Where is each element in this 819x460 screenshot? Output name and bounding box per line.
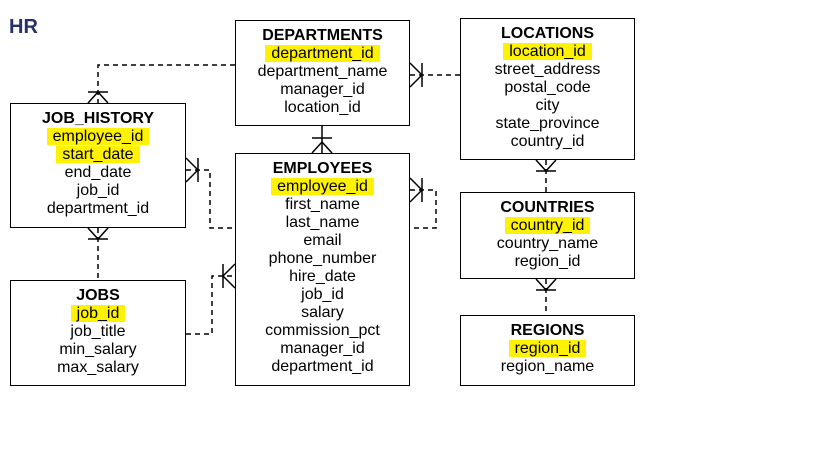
primary-key-attribute: start_date [11, 146, 185, 164]
attribute: street_address [494, 61, 601, 78]
entity-name: JOB_HISTORY [41, 110, 155, 127]
entity-name: COUNTRIES [500, 199, 595, 216]
page-title: HR [9, 16, 38, 38]
rel-jobs-job-history [87, 227, 109, 280]
entity-name: JOBS [76, 287, 120, 304]
entity-name: DEPARTMENTS [262, 27, 383, 44]
attribute: first_name [285, 196, 360, 213]
rel-employees-self [409, 177, 437, 229]
attribute: department_name [257, 63, 388, 80]
attribute: manager_id [280, 81, 365, 98]
primary-key-attribute: region_id [461, 340, 634, 358]
primary-key-attribute: job_id [11, 305, 185, 323]
attribute: manager_id [280, 340, 365, 357]
entity-name: EMPLOYEES [272, 160, 373, 177]
primary-key-attribute: department_id [236, 45, 409, 63]
attribute: location_id [284, 99, 361, 116]
attribute: country_name [496, 235, 599, 252]
attribute: job_id [76, 182, 120, 199]
rel-departments-employees [311, 126, 333, 154]
attribute: commission_pct [265, 322, 380, 339]
rel-jobs-employees [186, 263, 236, 335]
rel-locations-countries [535, 159, 557, 192]
attribute: hire_date [289, 268, 356, 285]
attribute: country_id [510, 133, 585, 150]
attribute: max_salary [57, 359, 139, 376]
attribute: min_salary [59, 341, 137, 358]
attribute: city [535, 97, 560, 114]
attribute: job_title [70, 323, 126, 340]
attribute: region_name [500, 358, 595, 375]
primary-key-attribute: employee_id [11, 128, 185, 146]
attribute: department_id [271, 358, 374, 375]
attribute: end_date [64, 164, 132, 181]
attribute: region_id [514, 253, 581, 270]
rel-employees-job-history [185, 157, 235, 229]
primary-key-attribute: location_id [461, 43, 634, 61]
primary-key-attribute: employee_id [236, 178, 409, 196]
rel-departments-job-history [87, 64, 235, 104]
primary-key-attribute: country_id [461, 217, 634, 235]
rel-departments-locations [409, 62, 460, 88]
attribute: job_id [301, 286, 344, 303]
attribute: last_name [285, 214, 360, 231]
rel-countries-regions [535, 278, 557, 315]
attribute: salary [301, 304, 344, 321]
entity-name: REGIONS [510, 322, 585, 339]
attribute: postal_code [504, 79, 591, 96]
attribute: department_id [46, 200, 150, 217]
entity-name: LOCATIONS [500, 25, 595, 42]
attribute: phone_number [268, 250, 377, 267]
attribute: state_province [495, 115, 600, 132]
attribute: email [303, 232, 342, 249]
